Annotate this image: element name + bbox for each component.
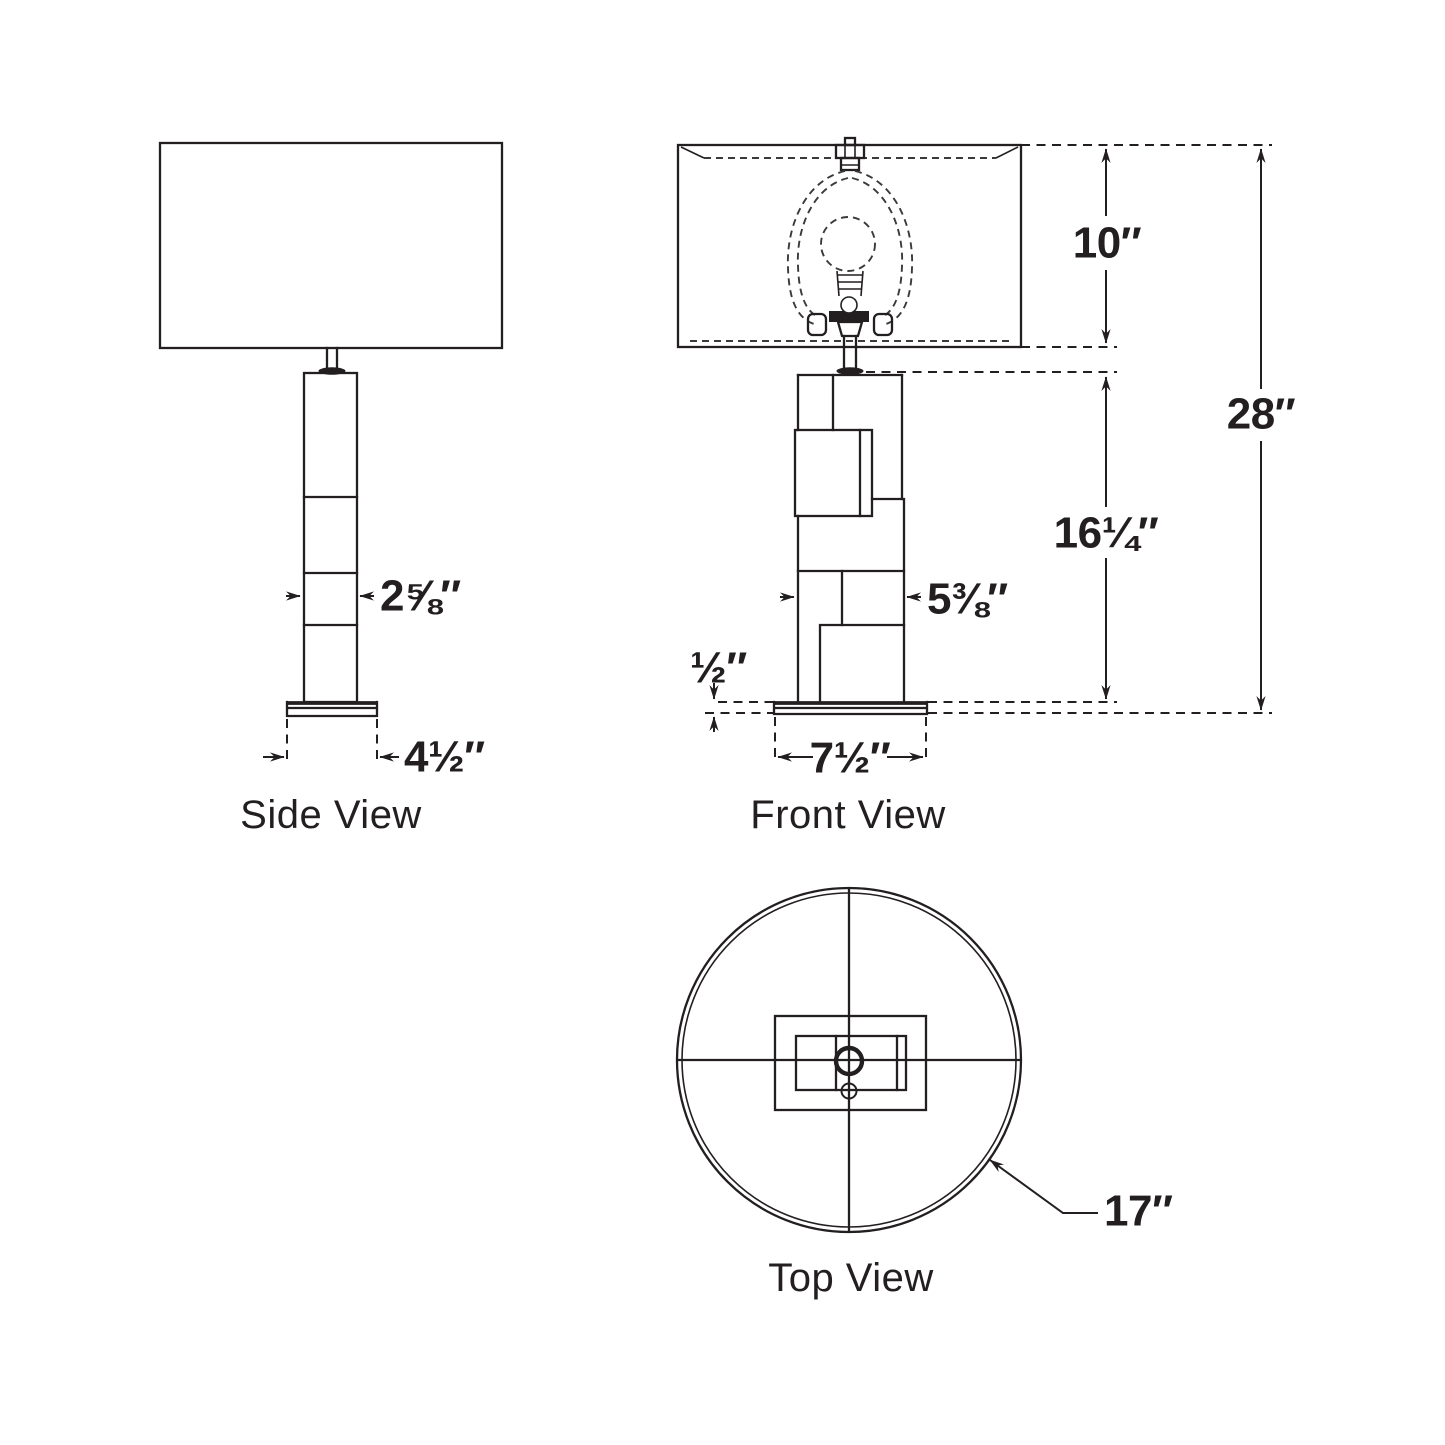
dim-side-base-width: 4½″ xyxy=(263,719,486,782)
dim-front-body-height: 16¼″ xyxy=(1054,376,1159,700)
dim-front-body-height-label: 16¼″ xyxy=(1054,509,1159,558)
side-neck xyxy=(318,346,346,375)
front-harp xyxy=(787,170,913,337)
front-body xyxy=(793,373,906,705)
top-base-outline xyxy=(773,1014,928,1112)
top-crosshair xyxy=(676,887,1022,1233)
dim-top-shade-diameter-label: 17″ xyxy=(1104,1187,1173,1236)
front-harp-right-loop xyxy=(872,312,894,337)
dim-front-body-width: 5⅜″ xyxy=(780,575,1009,624)
dim-side-column-width-label: 2⅝″ xyxy=(380,572,461,621)
top-view: 17″ Top View xyxy=(675,886,1173,1300)
dim-top-shade-diameter: 17″ xyxy=(989,1159,1173,1236)
dim-front-body-width-label: 5⅜″ xyxy=(927,575,1008,624)
front-harp-left-loop xyxy=(806,312,828,337)
front-finial xyxy=(834,136,866,172)
dim-front-overall-height-label: 28″ xyxy=(1227,390,1296,439)
side-view: 2⅝″ 4½″ Side View xyxy=(158,141,504,837)
dim-front-shade-height: 10″ xyxy=(1073,148,1142,344)
front-view: 10″ 16¼″ 28″ 5⅜″ ½″ xyxy=(676,136,1296,837)
dim-front-shade-height-label: 10″ xyxy=(1073,219,1142,268)
dim-front-base-thickness: ½″ xyxy=(690,644,748,732)
front-socket-band xyxy=(829,311,869,322)
dim-front-base-width: 7½″ xyxy=(774,717,927,783)
front-base xyxy=(772,700,929,716)
dim-front-overall-height: 28″ xyxy=(1227,148,1296,711)
front-neck xyxy=(836,334,864,375)
side-view-label: Side View xyxy=(240,793,422,837)
front-bulb xyxy=(820,216,876,338)
top-view-label: Top View xyxy=(768,1256,934,1300)
side-shade xyxy=(158,141,504,350)
top-finial-hole xyxy=(840,1082,858,1100)
front-socket-cup xyxy=(836,320,864,338)
front-socket-ring xyxy=(840,296,858,314)
dim-side-base-width-label: 4½″ xyxy=(404,733,485,782)
top-socket xyxy=(833,1045,865,1077)
front-extension-lines xyxy=(705,144,1272,714)
front-view-label: Front View xyxy=(750,793,945,837)
side-column xyxy=(302,371,359,704)
side-base xyxy=(285,700,379,718)
dim-side-column-width: 2⅝″ xyxy=(286,572,462,621)
dim-front-base-width-label: 7½″ xyxy=(810,734,891,783)
front-neck-cap xyxy=(836,367,864,375)
dim-front-base-thickness-label: ½″ xyxy=(690,644,747,693)
top-body-outline xyxy=(794,1034,908,1092)
